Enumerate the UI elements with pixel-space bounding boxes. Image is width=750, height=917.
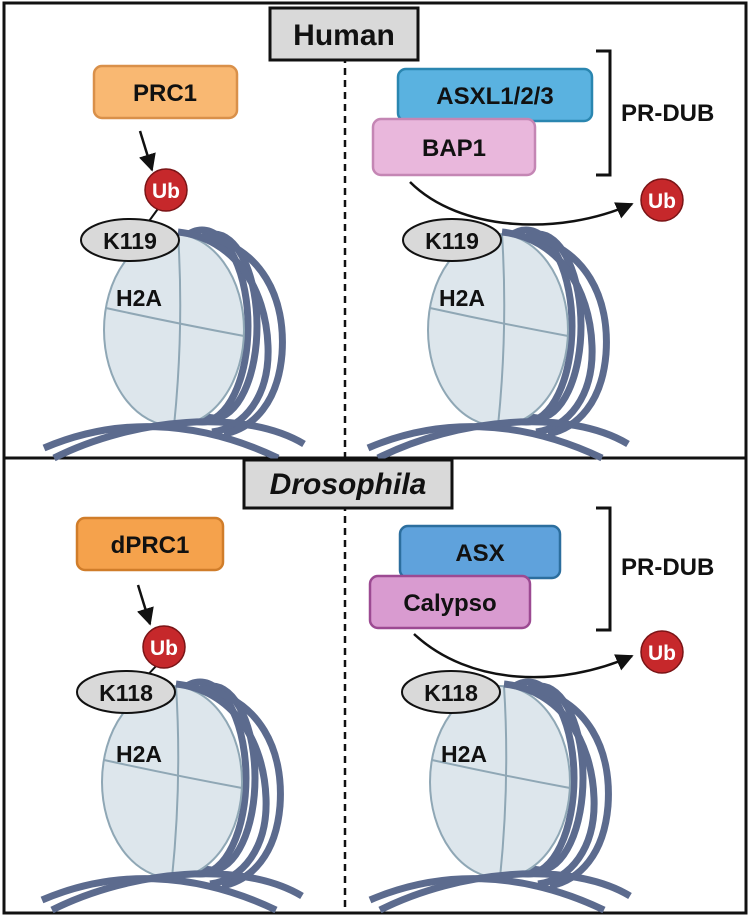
- pr-dub-label: PR-DUB: [621, 554, 714, 581]
- released-ub-label: Ub: [648, 190, 676, 213]
- lysine-label: K119: [103, 228, 157, 254]
- panel-title-box: [242, 458, 454, 510]
- drosophila-panel: Drosophila dPRC1 Ub K118 H2A ASX Calypso…: [42, 458, 714, 910]
- ub-circle: [142, 625, 186, 669]
- panel-title: Drosophila: [270, 468, 427, 501]
- lysine-ellipse: [402, 218, 502, 262]
- lysine-label: K118: [99, 680, 153, 706]
- prc1-box: [92, 64, 239, 120]
- human-panel: Human PRC1 Ub K119 H2A ASXL1/2/3 BAP1 PR…: [44, 6, 714, 458]
- drosophila-left-nucleosome: [42, 682, 302, 910]
- ubiquitination-arrow: [138, 130, 156, 172]
- ubiquitination-arrow: [136, 584, 154, 626]
- prc1-label: PRC1: [133, 80, 197, 107]
- histone-label: H2A: [116, 285, 162, 311]
- released-ub-circle: [640, 630, 684, 674]
- lysine-label: K118: [424, 680, 478, 706]
- bap1-label: BAP1: [422, 135, 486, 162]
- lysine-ellipse: [80, 218, 180, 262]
- asxl-label: ASXL1/2/3: [436, 83, 553, 110]
- histone-label: H2A: [441, 741, 487, 767]
- asx-label: ASX: [455, 540, 504, 567]
- drosophila-right-nucleosome: [370, 682, 630, 910]
- calypso-box: [368, 574, 532, 630]
- pr-dub-label: PR-DUB: [621, 100, 714, 127]
- dprc1-label: dPRC1: [111, 532, 190, 559]
- panel-title-box: [268, 6, 420, 62]
- calypso-label: Calypso: [403, 590, 496, 617]
- lysine-label: K119: [425, 228, 479, 254]
- deubiquitination-arrow: [409, 181, 634, 226]
- ub-circle: [144, 168, 188, 212]
- human-left-nucleosome: [44, 230, 304, 458]
- lysine-ellipse: [401, 670, 501, 714]
- dprc1-box: [75, 516, 225, 572]
- histone-label: H2A: [439, 285, 485, 311]
- ub-label: Ub: [150, 637, 178, 660]
- pr-dub-bracket: [596, 506, 612, 632]
- released-ub-circle: [640, 178, 684, 222]
- human-right-nucleosome: [368, 230, 628, 458]
- bap1-box: [371, 117, 537, 177]
- histone-label: H2A: [116, 741, 162, 767]
- ub-label: Ub: [152, 180, 180, 203]
- pr-dub-bracket: [596, 49, 612, 177]
- panel-title: Human: [293, 19, 395, 52]
- deubiquitination-arrow: [413, 633, 634, 679]
- lysine-ellipse: [76, 670, 176, 714]
- released-ub-label: Ub: [648, 642, 676, 665]
